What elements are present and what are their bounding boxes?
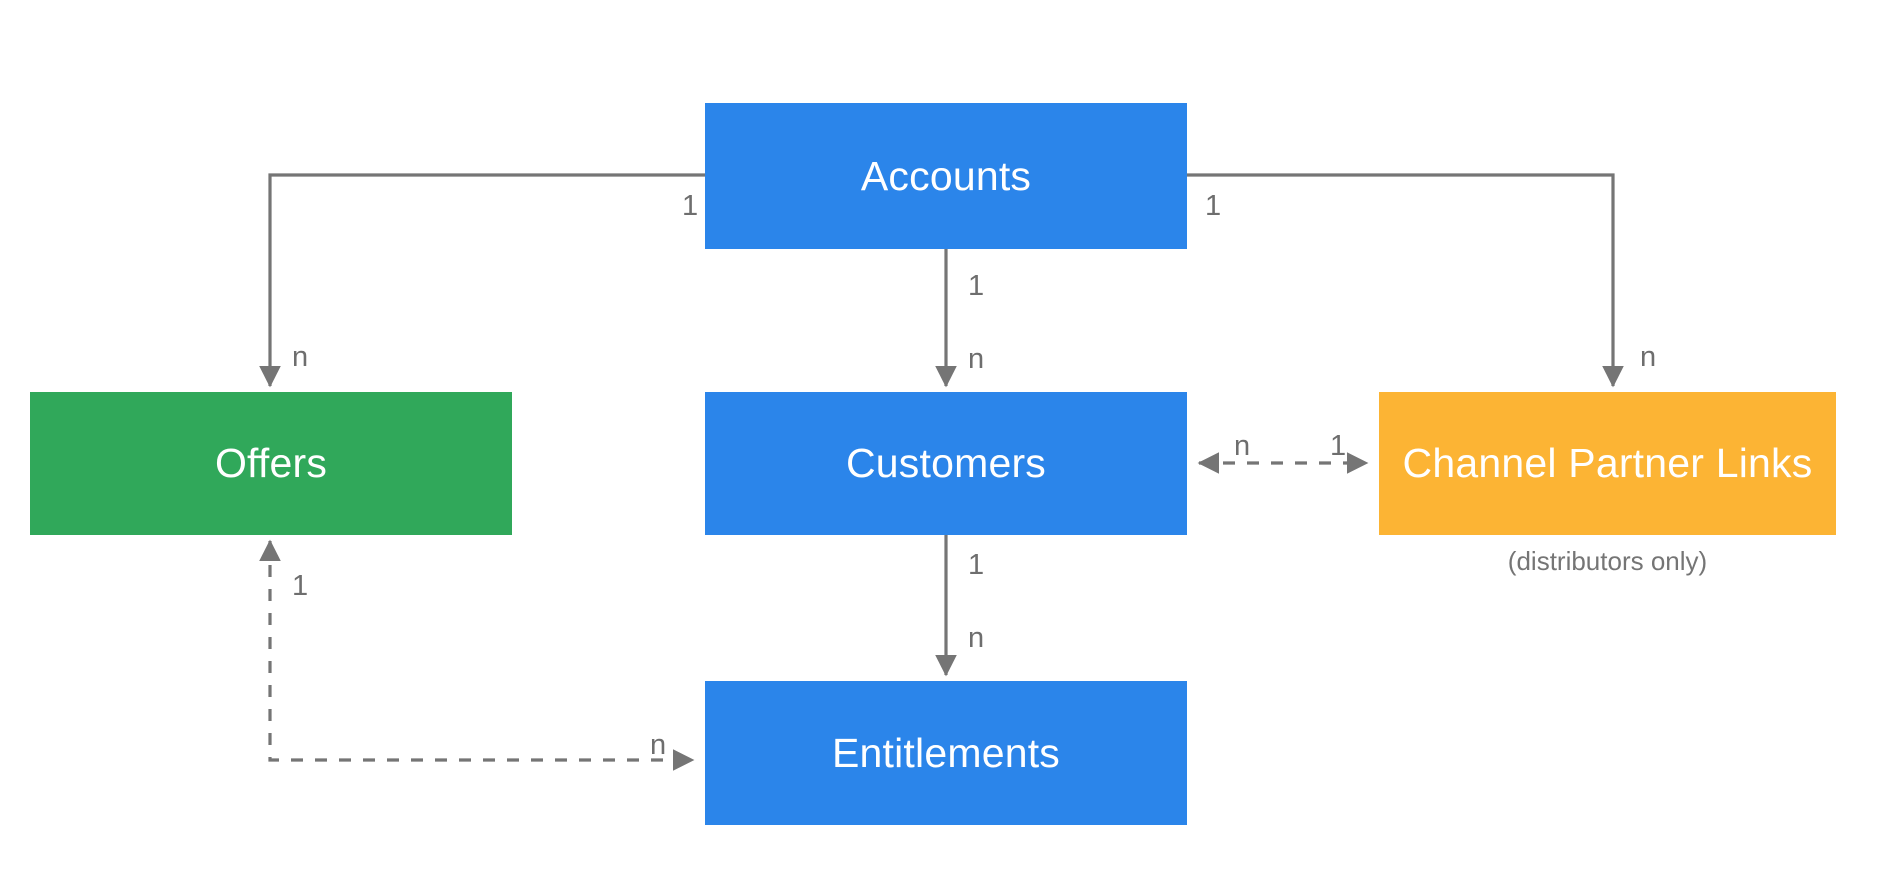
cardinality-accounts-partner-target: n [1640,341,1657,373]
cardinality-accounts-offers-target: n [292,341,309,373]
cardinality-offers-entitlements-source: 1 [292,570,309,602]
cardinality-offers-entitlements-target: n [650,729,667,761]
edge-accounts-partner [1187,173,1624,388]
cardinality-customers-partner-target: 1 [1330,430,1347,462]
cardinality-accounts-partner-source: 1 [1205,190,1222,222]
node-channel-partner-links[interactable]: Channel Partner Links [1379,392,1836,535]
edge-accounts-offers [259,173,705,388]
node-offers[interactable]: Offers [30,392,512,535]
node-channel-partner-links-label: Channel Partner Links [1402,440,1813,486]
node-entitlements-label: Entitlements [831,729,1060,776]
cardinality-customers-partner-source: n [1234,430,1251,462]
cardinality-customers-entitlements-target: n [968,622,985,654]
node-accounts-label: Accounts [860,152,1032,199]
node-accounts[interactable]: Accounts [705,103,1187,249]
node-customers[interactable]: Customers [705,392,1187,535]
node-entitlements[interactable]: Entitlements [705,681,1187,825]
edge-offers-entitlements [259,539,695,771]
node-customers-label: Customers [845,440,1046,486]
cardinality-accounts-offers-source: 1 [682,190,699,222]
node-offers-label: Offers [214,440,328,486]
cardinality-accounts-customers-target: n [968,343,985,375]
cardinality-accounts-customers-source: 1 [968,270,985,302]
cardinality-customers-entitlements-source: 1 [968,549,985,581]
channel-partner-links-caption: (distributors only) [1507,546,1708,576]
